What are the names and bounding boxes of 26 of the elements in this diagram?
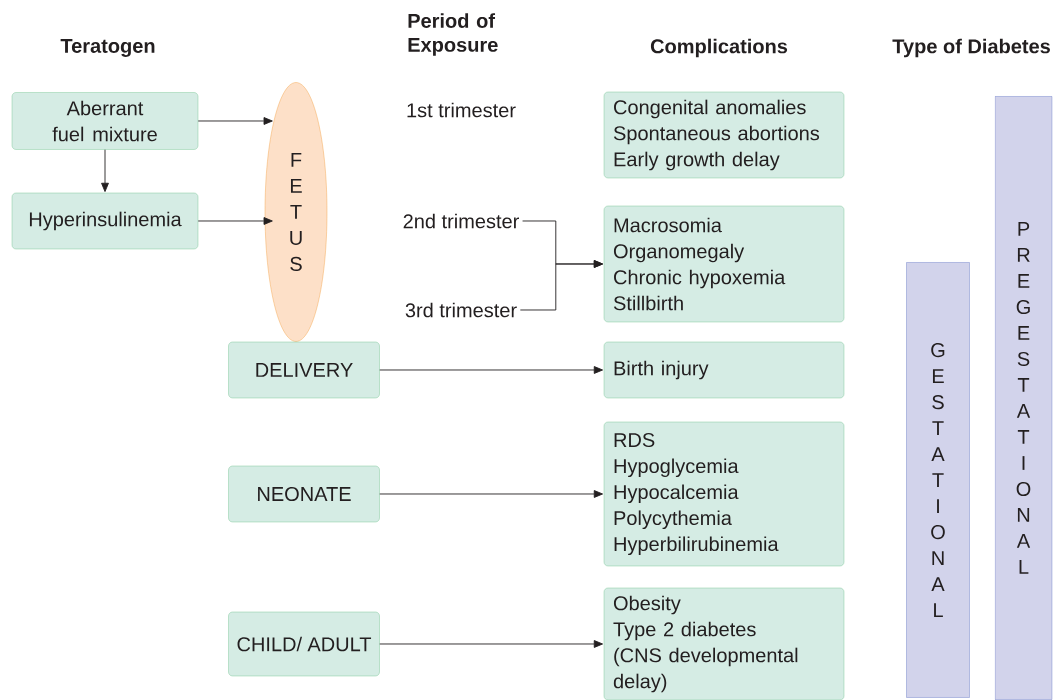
arrow — [379, 366, 604, 374]
column-heading: Period of Exposure — [408, 13, 498, 56]
complication-box: RDS Hypoglycemia Hypocalcemia Polycythemia Hyperbilirubinemia — [603, 421, 845, 567]
process-box: Hyperinsulinemia — [11, 192, 199, 250]
trimester-label: 3rd trimester — [405, 302, 517, 318]
trimester-label: 1st trimester — [407, 102, 516, 118]
trimester-label: 2nd trimester — [403, 213, 519, 229]
complication-box: Birth injury — [603, 341, 845, 399]
process-box: CHILD/ ADULT — [228, 611, 380, 677]
process-box: NEONATE — [228, 465, 380, 523]
complication-box: Obesity Type 2 diabetes (CNS developmental delay) — [603, 587, 845, 700]
bracket-arrow — [519, 260, 604, 311]
arrow — [379, 490, 604, 498]
complication-box: Congenital anomalies Spontaneous abortions Early growth delay — [603, 91, 845, 179]
process-box: DELIVERY — [228, 341, 380, 399]
arrow — [379, 640, 604, 648]
diabetes-type-bar: G E S T A T I O N A L — [906, 262, 970, 698]
column-heading: Complications — [650, 38, 788, 58]
arrow — [101, 149, 109, 193]
diabetes-type-bar: P R E G E S T A T I O N A L — [994, 96, 1053, 700]
arrow — [197, 217, 273, 225]
complication-box: Macrosomia Organomegaly Chronic hypoxemia Stillbirth — [603, 205, 845, 323]
process-box: Aberrant fuel mixture — [11, 92, 199, 150]
column-heading: Teratogen — [60, 39, 155, 57]
column-heading: Type of Diabetes — [892, 38, 1050, 58]
arrow — [197, 117, 273, 125]
